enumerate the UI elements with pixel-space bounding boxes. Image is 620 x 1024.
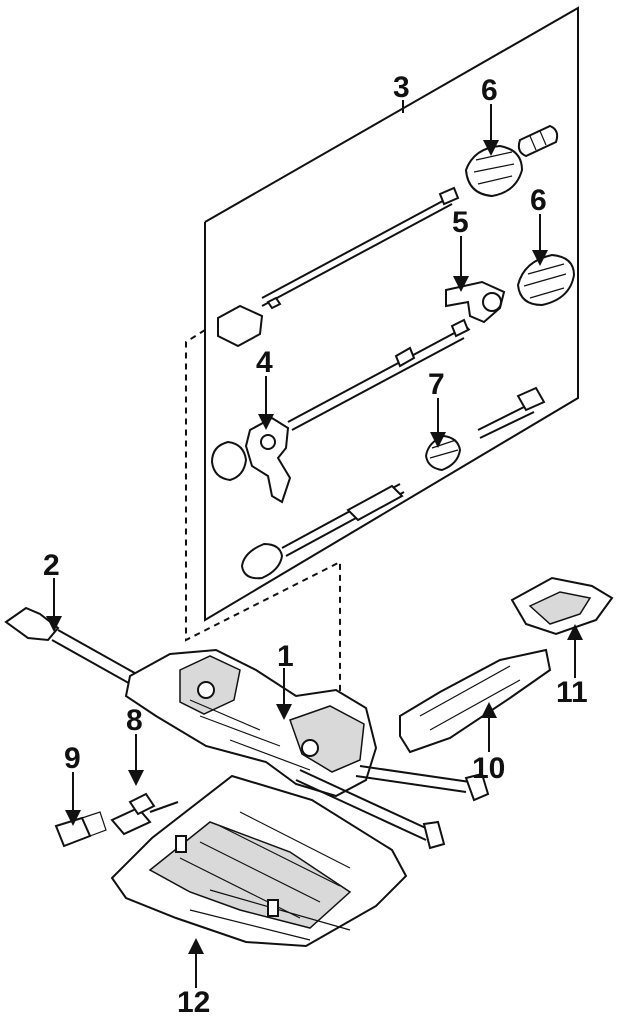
callout-1: 1 <box>277 640 294 673</box>
callout-3: 3 <box>393 71 410 104</box>
mount-bracket <box>445 280 506 331</box>
callout-5: 5 <box>452 206 469 239</box>
pinion-sensor <box>110 792 179 836</box>
callout-9: 9 <box>64 742 81 775</box>
boot-lower <box>516 253 576 307</box>
adjuster-plug <box>54 811 107 848</box>
steering-brace <box>399 648 552 754</box>
middle-rack-shaft <box>287 318 470 431</box>
steering-rack-assembly <box>124 648 490 850</box>
callout-10: 10 <box>472 752 505 785</box>
callout-6-upper: 6 <box>481 74 498 107</box>
outer-tie-rod <box>4 606 141 687</box>
lower-rack-shaft <box>240 483 405 580</box>
callout-labels: 1 2 3 4 5 6 6 7 8 9 10 11 12 <box>43 71 588 1019</box>
callout-6-lower: 6 <box>530 184 547 217</box>
callout-8: 8 <box>126 704 143 737</box>
callout-2: 2 <box>43 549 60 582</box>
support-bracket <box>510 576 614 636</box>
boot-upper <box>464 124 559 198</box>
callout-4: 4 <box>256 346 273 379</box>
kit-frame <box>185 6 579 712</box>
callout-11: 11 <box>556 676 588 709</box>
callout-7: 7 <box>428 368 445 401</box>
leader-lines <box>46 100 583 988</box>
inner-rack-shaft <box>217 186 460 348</box>
callout-12: 12 <box>177 986 210 1019</box>
housing-bracket <box>210 416 292 504</box>
rack-bushing <box>424 386 546 472</box>
skid-plate <box>110 774 408 948</box>
